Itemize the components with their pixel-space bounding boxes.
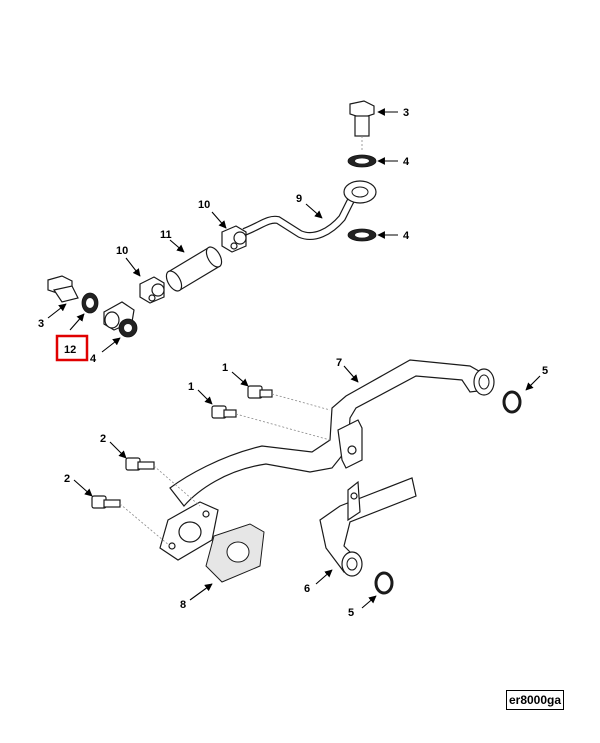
hose-clamp-upper — [221, 225, 247, 253]
sealing-washer-top — [347, 154, 377, 168]
flange-gasket — [205, 523, 265, 583]
flange-bolt-2-lower — [91, 495, 171, 547]
callout-5-lower: 5 — [348, 607, 354, 619]
callout-9: 9 — [296, 193, 302, 205]
sealing-washer-mid — [347, 228, 377, 242]
callout-1-upper: 1 — [222, 362, 228, 374]
leader-lines — [47, 108, 541, 609]
callout-7: 7 — [336, 357, 342, 369]
banjo-bolt-top — [349, 100, 375, 150]
rubber-hose — [165, 246, 223, 292]
callout-10-lower: 10 — [116, 245, 128, 257]
coolant-return-tube — [319, 477, 417, 577]
callout-6: 6 — [304, 583, 310, 595]
o-ring-upper — [502, 390, 522, 414]
flange-bolt-1-lower — [211, 405, 331, 441]
o-ring-lower — [374, 571, 394, 595]
callout-12: 12 — [64, 344, 76, 356]
coolant-tube-assembly — [159, 359, 495, 561]
callout-4-mid: 4 — [403, 230, 410, 242]
callout-4-top: 4 — [403, 156, 410, 168]
callout-labels: 3 4 4 9 10 11 10 3 12 4 1 1 7 5 2 2 6 5 … — [38, 107, 548, 619]
banjo-bolt-left — [47, 275, 79, 303]
drawing-id-text: er8000ga — [508, 693, 562, 707]
callout-3-left: 3 — [38, 318, 44, 330]
callout-4-left: 4 — [90, 353, 97, 365]
oil-supply-tube — [242, 180, 377, 240]
flange-bolt-2-upper — [125, 457, 201, 507]
sealing-washer-left-upper — [81, 292, 99, 314]
hose-clamp-lower — [139, 276, 165, 304]
callout-11: 11 — [160, 229, 172, 241]
flange-bolt-1-upper — [247, 385, 331, 411]
callout-8: 8 — [180, 599, 186, 611]
sealing-washer-left-lower — [118, 318, 138, 338]
callout-1-lower: 1 — [188, 381, 194, 393]
drawing-id-label: er8000ga — [506, 690, 564, 710]
callout-12-highlight — [55, 334, 89, 362]
callout-3-top: 3 — [403, 107, 409, 119]
callout-2-upper: 2 — [100, 433, 106, 445]
callout-5-right: 5 — [542, 365, 548, 377]
callout-10-upper: 10 — [198, 199, 210, 211]
callout-2-lower: 2 — [64, 473, 70, 485]
